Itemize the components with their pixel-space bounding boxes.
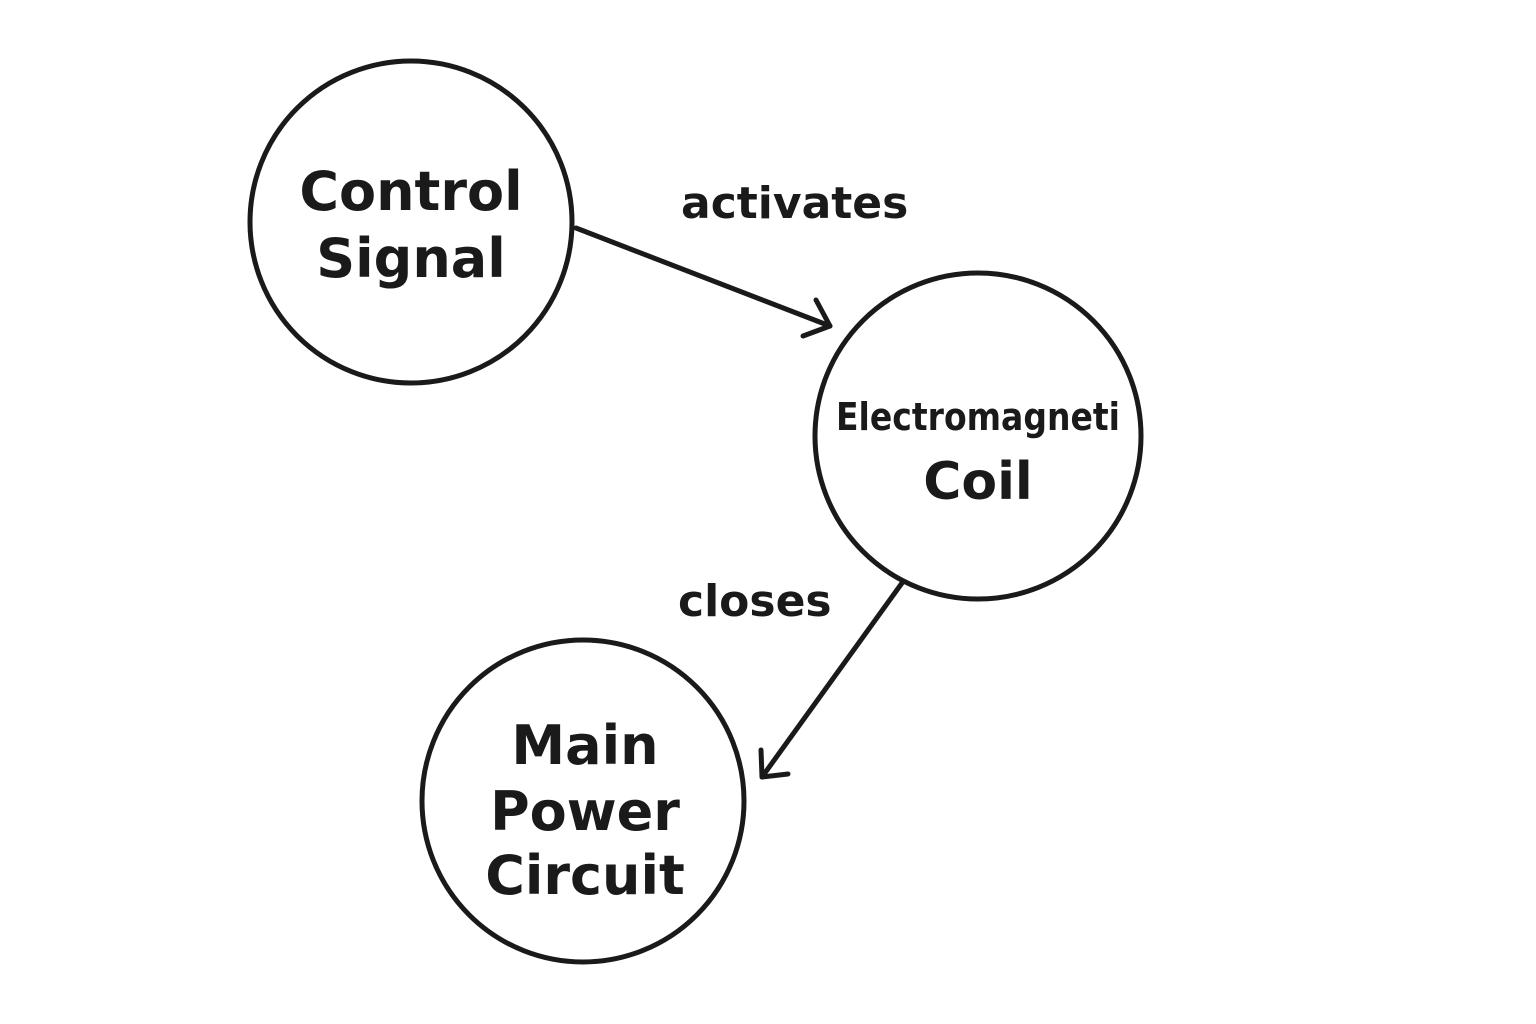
node-coil-line2: Coil xyxy=(923,452,1033,512)
node-coil-line1: Electromagneti xyxy=(836,395,1120,439)
node-control-signal[interactable]: Control Signal xyxy=(247,58,575,386)
edge-activates-label: activates xyxy=(681,178,908,229)
node-main-power-circuit-line3: Circuit xyxy=(485,844,685,907)
node-main-power-circuit-line2: Power xyxy=(490,780,680,843)
node-coil-circle xyxy=(812,270,1144,602)
node-main-power-circuit-circle xyxy=(419,637,747,965)
node-coil[interactable]: Electromagneti Coil xyxy=(812,270,1144,602)
node-control-signal-line2: Signal xyxy=(316,227,505,290)
edge-activates-line xyxy=(573,225,833,329)
node-main-power-circuit[interactable]: Main Power Circuit xyxy=(419,637,747,965)
edge-closes: closes xyxy=(678,576,905,780)
edge-activates: activates xyxy=(573,178,908,339)
node-control-signal-line1: Control xyxy=(299,160,522,223)
edge-closes-line xyxy=(759,580,905,780)
edge-activates-arrowhead xyxy=(800,297,833,339)
edge-closes-label: closes xyxy=(678,576,832,627)
node-main-power-circuit-line1: Main xyxy=(511,714,658,777)
edge-closes-arrowhead xyxy=(758,747,791,780)
node-control-signal-circle xyxy=(247,58,575,386)
